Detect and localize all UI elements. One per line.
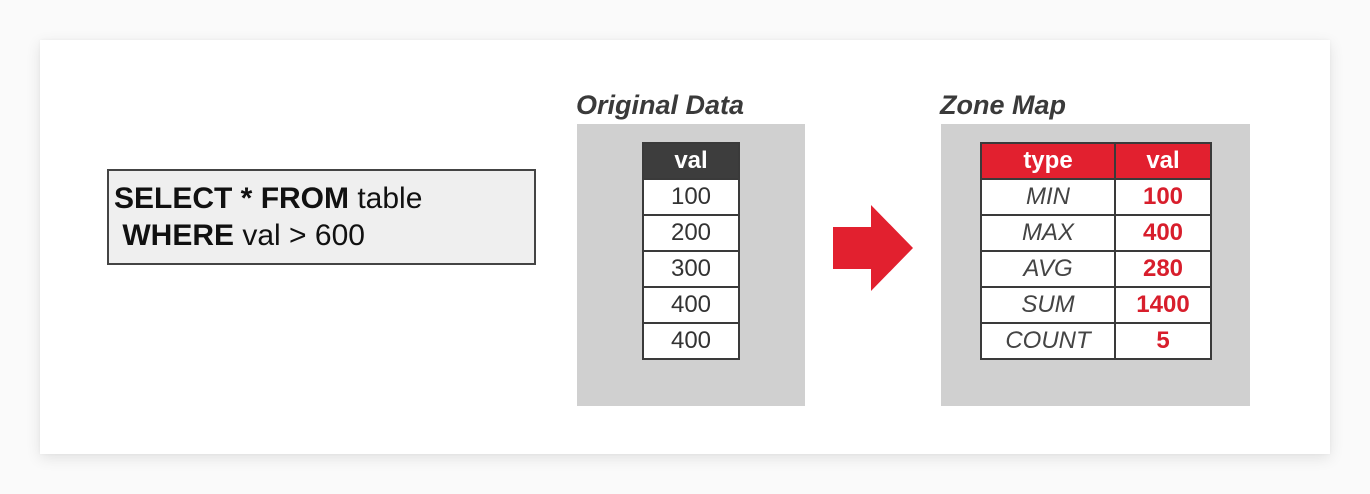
zone-map-type-cell: MAX <box>980 214 1116 252</box>
zone-map-header-val: val <box>1114 142 1212 180</box>
table-row: AVG 280 <box>980 250 1212 288</box>
sql-line-1: SELECT * FROM table <box>114 180 534 217</box>
right-arrow-icon <box>833 205 913 291</box>
table-row: 200 <box>642 214 740 252</box>
sql-text-table: table <box>349 182 423 215</box>
zone-map-val-cell: 280 <box>1114 250 1212 288</box>
table-row: SUM 1400 <box>980 286 1212 324</box>
original-data-table: val 100 200 300 400 400 <box>642 142 740 360</box>
zone-map-title: Zone Map <box>940 90 1066 120</box>
table-row: 400 <box>642 286 740 324</box>
zone-map-type-cell: SUM <box>980 286 1116 324</box>
original-data-cell: 400 <box>642 286 740 324</box>
table-row: 300 <box>642 250 740 288</box>
zone-map-val-cell: 100 <box>1114 178 1212 216</box>
original-data-cell: 300 <box>642 250 740 288</box>
table-row: 400 <box>642 322 740 360</box>
zone-map-type-cell: COUNT <box>980 322 1116 360</box>
original-data-cell: 100 <box>642 178 740 216</box>
zone-map-val-cell: 5 <box>1114 322 1212 360</box>
zone-map-val-cell: 1400 <box>1114 286 1212 324</box>
original-data-cell: 200 <box>642 214 740 252</box>
zone-map-type-cell: MIN <box>980 178 1116 216</box>
zone-map-header-row: type val <box>980 142 1212 180</box>
zone-map-header-type: type <box>980 142 1116 180</box>
sql-keyword-select: SELECT * FROM <box>114 182 350 215</box>
zone-map-type-cell: AVG <box>980 250 1116 288</box>
table-row: COUNT 5 <box>980 322 1212 360</box>
table-row: MIN 100 <box>980 178 1212 216</box>
table-row: MAX 400 <box>980 214 1212 252</box>
sql-text-condition: val > 600 <box>234 219 365 252</box>
sql-line-2: WHERE val > 600 <box>114 217 534 254</box>
zone-map-table: type val MIN 100 MAX 400 AVG 280 SUM 140… <box>980 142 1212 360</box>
original-data-cell: 400 <box>642 322 740 360</box>
original-data-title: Original Data <box>576 90 745 120</box>
sql-keyword-where: WHERE <box>122 219 235 252</box>
zone-map-val-cell: 400 <box>1114 214 1212 252</box>
sql-query-box: SELECT * FROM table WHERE val > 600 <box>107 169 536 265</box>
original-data-header-row: val <box>642 142 740 180</box>
table-row: 100 <box>642 178 740 216</box>
original-data-header-val: val <box>642 142 740 180</box>
